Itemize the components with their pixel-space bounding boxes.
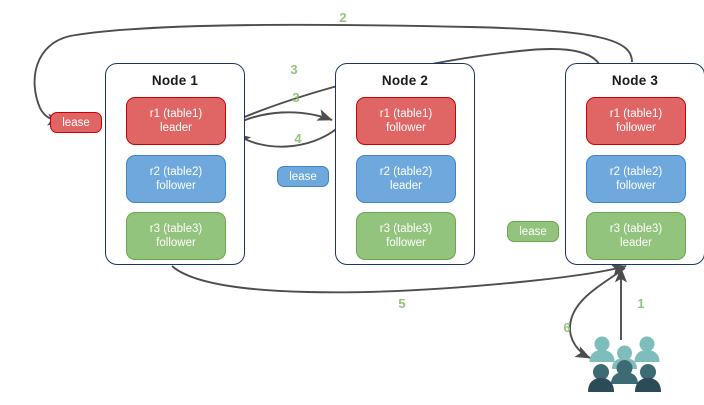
- lease-label: lease: [289, 170, 317, 183]
- replica-r2[interactable]: r2 (table2) follower: [126, 155, 226, 203]
- replica-r2[interactable]: r2 (table2) follower: [586, 155, 686, 203]
- replica-role: follower: [156, 180, 196, 192]
- replica-role: follower: [386, 122, 426, 134]
- replica-name: r3 (table3): [149, 223, 203, 235]
- replica-role: follower: [616, 122, 656, 134]
- node-title: Node 1: [151, 73, 199, 88]
- node-box-3[interactable]: Node 3 r1 (table1) follower r2 (table2) …: [565, 63, 704, 265]
- step-label-3a: 3: [290, 62, 298, 77]
- replica-r1[interactable]: r1 (table1) follower: [356, 97, 456, 145]
- replica-role: follower: [386, 237, 426, 249]
- lease-label: lease: [519, 225, 547, 238]
- node-box-1[interactable]: Node 1 r1 (table1) leader r2 (table2) fo…: [105, 63, 245, 265]
- replica-name: r2 (table2): [149, 166, 203, 178]
- replica-name: r3 (table3): [609, 223, 663, 235]
- replica-name: r1 (table1): [379, 108, 433, 120]
- replica-name: r1 (table1): [149, 108, 203, 120]
- replica-role: follower: [156, 237, 196, 249]
- step-label-1: 1: [637, 296, 645, 311]
- replica-name: r1 (table1): [609, 108, 663, 120]
- replica-r1[interactable]: r1 (table1) follower: [586, 97, 686, 145]
- step-label-3b: 3: [292, 90, 300, 105]
- step-label-2: 2: [339, 10, 347, 25]
- replica-name: r2 (table2): [609, 166, 663, 178]
- node-title: Node 3: [611, 73, 659, 88]
- replica-name: r3 (table3): [379, 223, 433, 235]
- users-group-icon: [588, 336, 661, 392]
- lease-badge-green[interactable]: lease: [507, 221, 559, 242]
- replica-r3[interactable]: r3 (table3) follower: [356, 212, 456, 260]
- arrow-step-5: [171, 264, 627, 294]
- replica-r2[interactable]: r2 (table2) leader: [356, 155, 456, 203]
- step-label-5: 5: [398, 296, 406, 311]
- replica-r3[interactable]: r3 (table3) leader: [586, 212, 686, 260]
- node-box-2[interactable]: Node 2 r1 (table1) follower r2 (table2) …: [335, 63, 475, 265]
- node-title: Node 2: [381, 73, 429, 88]
- replica-role: leader: [160, 122, 192, 134]
- replica-role: leader: [620, 237, 652, 249]
- arrow-step-3-to-node2: [231, 109, 333, 127]
- step-label-4: 4: [294, 131, 302, 146]
- replica-r1[interactable]: r1 (table1) leader: [126, 97, 226, 145]
- replica-role: leader: [390, 180, 422, 192]
- replica-name: r2 (table2): [379, 166, 433, 178]
- lease-badge-red[interactable]: lease: [50, 112, 102, 133]
- step-label-6: 6: [563, 320, 571, 335]
- replica-r3[interactable]: r3 (table3) follower: [126, 212, 226, 260]
- lease-label: lease: [62, 116, 90, 129]
- replica-role: follower: [616, 180, 656, 192]
- lease-badge-blue[interactable]: lease: [277, 166, 329, 187]
